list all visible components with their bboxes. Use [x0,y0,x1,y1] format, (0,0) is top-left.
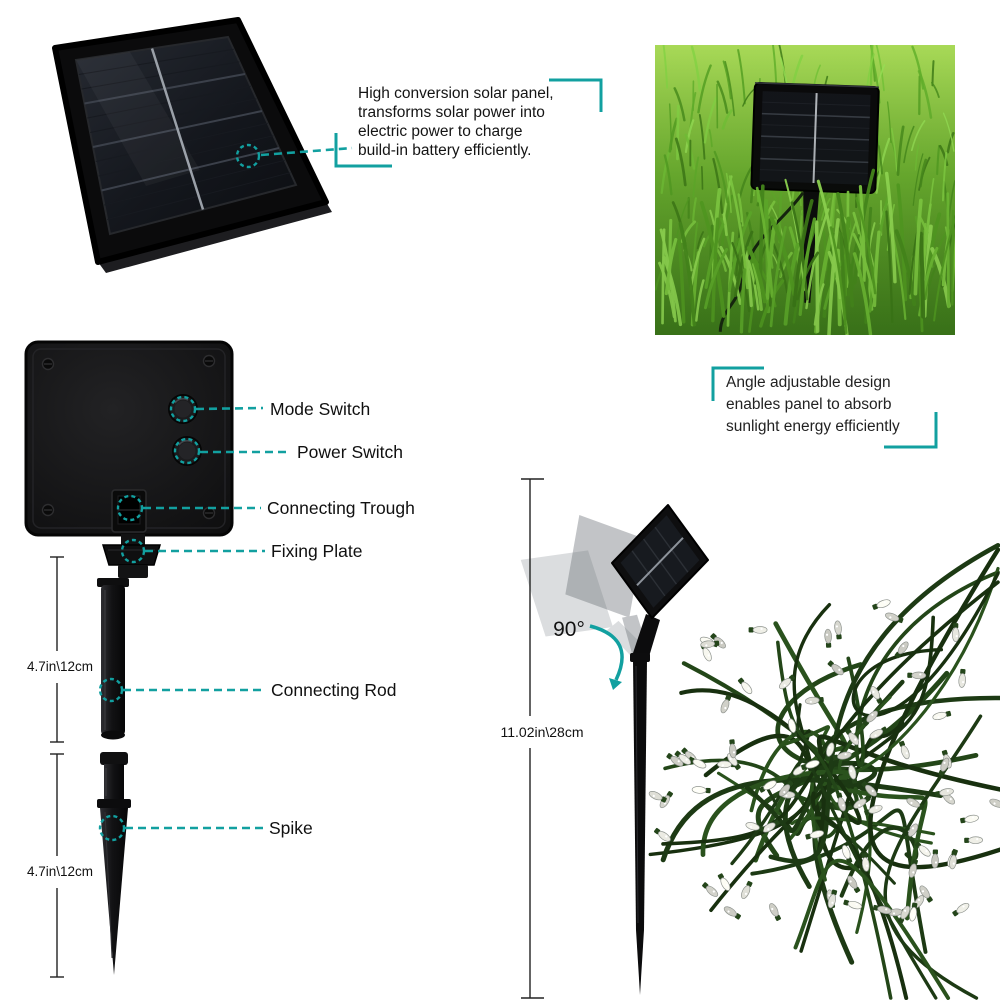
solar-panel-callout-line: High conversion solar panel, [358,85,554,102]
label-connecting-rod: Connecting Rod [271,680,397,700]
led-bulbs [648,599,1000,924]
illustration-stake [630,653,650,995]
label-spike: Spike [269,818,313,838]
fixing-plate-part [101,534,162,578]
solar-panel-callout-line: build-in battery efficiently. [358,142,532,159]
solar-panel-callout: High conversion solar panel, transforms … [358,84,608,160]
angle-degree-label: 90° [553,618,585,641]
panel-center-busbar [150,48,205,210]
grass-photo [655,45,955,335]
string-lights-coil-photo [648,543,1000,1000]
mode-switch-button [168,394,198,424]
solar-panel-callout-line: electric power to charge [358,123,523,140]
panel-back-assembly [24,340,234,975]
power-switch-button [172,436,202,466]
spike-part [97,752,131,975]
tilted-panel [611,504,709,660]
angle-callout-line: sunlight energy efficiently [726,418,900,435]
angle-callout-line: Angle adjustable design [726,374,891,391]
connecting-trough-part [111,489,147,533]
label-connecting-trough: Connecting Trough [267,498,415,518]
label-fixing-plate: Fixing Plate [271,541,363,561]
label-mode-switch: Mode Switch [270,399,371,419]
panel-front-body [52,17,332,273]
connecting-rod-part [97,578,129,740]
solar-panel-front-illustration [52,17,332,273]
label-power-switch: Power Switch [297,442,404,462]
solar-panel-callout-line: transforms solar power into [358,104,545,121]
angle-callout: Angle adjustable design enables panel to… [726,372,946,438]
angle-callout-line: enables panel to absorb [726,396,892,413]
angle-adjust-illustration: 90° [520,504,709,995]
corner-screws [41,354,216,520]
rotation-arrow [589,624,624,690]
